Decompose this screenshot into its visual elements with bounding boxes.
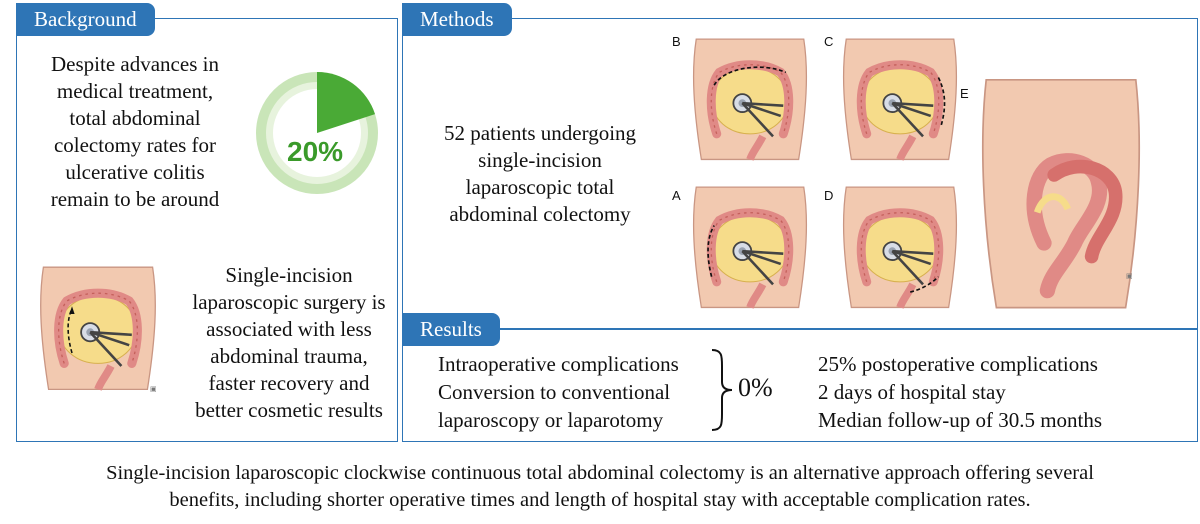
curly-brace [711, 349, 733, 431]
methods-title: Methods [402, 3, 512, 36]
panel-letter-a: A [672, 188, 681, 203]
conclusion-text: Single-incision laparoscopic clockwise c… [106, 462, 1094, 511]
background-text-1: Despite advances in medical treatment, t… [50, 52, 220, 211]
methods-text: 52 patients undergoing single-incision l… [443, 121, 637, 226]
method-illustration-c [836, 32, 964, 164]
method-illustration-d [836, 180, 964, 312]
results-right-list: 25% postoperative complications 2 days o… [818, 350, 1102, 434]
cleveland-clinic-logo: ▣ [150, 386, 157, 393]
method-illustration-b [686, 32, 814, 164]
method-illustration-a [686, 180, 814, 312]
result-item: Conversion to conventional [438, 380, 671, 404]
percent-ring [256, 72, 378, 194]
percent-label: 20% [287, 136, 344, 167]
result-item: 2 days of hospital stay [818, 380, 1006, 404]
background-title: Background [16, 3, 155, 36]
panel-letter-b: B [672, 34, 681, 49]
results-panel [402, 329, 1198, 442]
result-item: Median follow-up of 30.5 months [818, 408, 1103, 432]
single-incision-illustration [28, 262, 168, 392]
results-left-list: Intraoperative complications Conversion … [438, 350, 679, 434]
method-illustration-e [981, 78, 1141, 309]
result-item: 25% postoperative complications [818, 352, 1098, 376]
result-item: Intraoperative complications [438, 352, 679, 376]
panel-letter-d: D [824, 188, 834, 203]
percent-slice [317, 72, 376, 133]
results-title: Results [402, 313, 500, 346]
panel-letter-e: E [960, 86, 969, 101]
cleveland-clinic-logo-methods: ▣ [1126, 273, 1133, 280]
result-item: laparoscopy or laparotomy [438, 408, 664, 432]
panel-letter-c: C [824, 34, 834, 49]
background-text-2: Single-incision laparoscopic surgery is … [192, 263, 386, 422]
zero-rate: 0% [738, 373, 773, 402]
